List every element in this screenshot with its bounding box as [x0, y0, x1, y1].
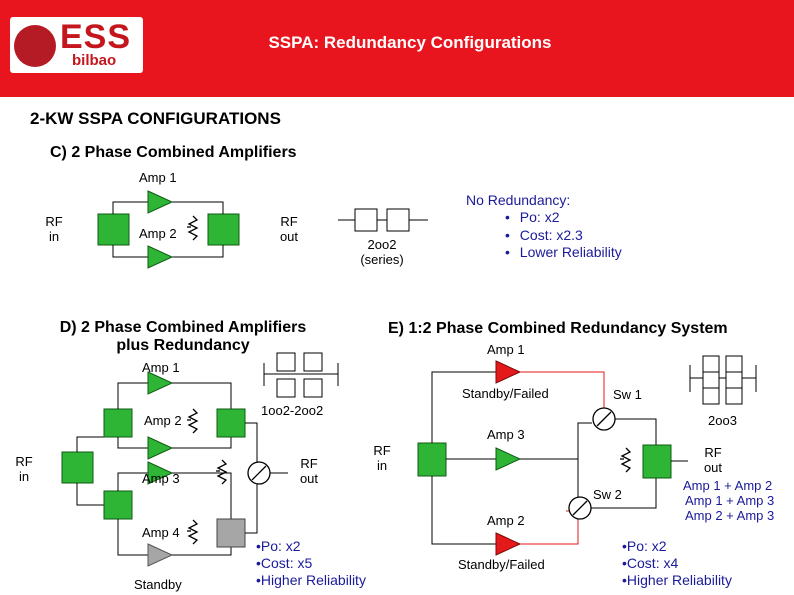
- rbd-block: [725, 387, 743, 405]
- series-label: 2oo2 (series): [360, 237, 404, 267]
- amp4-label: Amp 4: [142, 525, 180, 540]
- main-title: 2-KW SSPA CONFIGURATIONS: [30, 109, 281, 128]
- note-item: • Cost: x2.3: [505, 227, 583, 243]
- amplifier-amp2: [147, 245, 173, 269]
- splitter-block: [97, 213, 130, 246]
- diagram-e: [417, 355, 757, 556]
- isolator-icon: [186, 519, 198, 545]
- input-splitter-block: [417, 442, 447, 477]
- page-title: SSPA: Redundancy Configurations: [268, 33, 552, 52]
- rf-in-label: RF in: [373, 443, 391, 473]
- rf-in-label: RF in: [15, 454, 33, 484]
- amp3-label: Amp 3: [487, 427, 525, 442]
- amp3-label: Amp 3: [142, 471, 180, 486]
- standby-failed-top-label: Standby/Failed: [462, 386, 549, 401]
- section-d-title: D) 2 Phase Combined Amplifiers plus Redu…: [59, 319, 307, 355]
- amp2-label: Amp 2: [144, 413, 182, 428]
- standby-failed-bottom-label: Standby/Failed: [458, 557, 545, 572]
- section-e-title: E) 1:2 Phase Combined Redundancy System: [388, 320, 728, 337]
- ess-bilbao-logo: ESS bilbao: [10, 17, 143, 73]
- combo-item: Amp 1 + Amp 3: [685, 493, 775, 508]
- sw2-label: Sw 2: [593, 487, 622, 502]
- wire: [112, 245, 148, 258]
- series-block-1: [354, 208, 378, 232]
- series-block-2: [386, 208, 410, 232]
- amplifier-amp4-standby: [147, 543, 173, 567]
- combo-item: Amp 2 + Amp 3: [685, 508, 775, 523]
- splitter-block: [103, 408, 133, 438]
- amp1-label: Amp 1: [487, 342, 525, 357]
- note-item: •Po: x2: [256, 538, 301, 554]
- rbd-block: [725, 355, 743, 373]
- amp2-label: Amp 2: [487, 513, 525, 528]
- isolator-icon: [619, 447, 631, 473]
- note-item: •Po: x2: [622, 538, 667, 554]
- amplifier-amp1: [147, 190, 173, 214]
- amplifier-amp2-failed: [495, 532, 521, 556]
- note-item: •Higher Reliability: [622, 572, 732, 588]
- amp1-label: Amp 1: [139, 170, 177, 185]
- diagram-c: [97, 190, 428, 269]
- logo-text: ESS: [60, 18, 132, 56]
- diagram-d: [61, 352, 339, 567]
- note-item: • Lower Reliability: [505, 244, 622, 260]
- standby-label: Standby: [134, 577, 182, 592]
- amplifier-amp1-failed: [495, 360, 521, 384]
- rbd-block: [702, 387, 720, 405]
- no-redundancy-title: No Redundancy:: [466, 192, 571, 208]
- logo-subtext: bilbao: [72, 52, 117, 69]
- amplifier-amp3: [495, 447, 521, 471]
- wire: [172, 245, 224, 258]
- rbd-block: [303, 352, 323, 372]
- input-splitter-block: [61, 451, 94, 484]
- rbd-block: [725, 371, 743, 389]
- redundancy-label: 2oo3: [708, 413, 737, 428]
- rbd-block: [276, 378, 296, 398]
- rbd-block: [702, 355, 720, 373]
- section-c-title: C) 2 Phase Combined Amplifiers: [50, 144, 297, 161]
- rf-in-label: RF in: [45, 214, 63, 244]
- wire: [112, 201, 148, 214]
- amp2-label: Amp 2: [139, 226, 177, 241]
- note-item: • Po: x2: [505, 209, 560, 225]
- combiner-block: [642, 444, 672, 479]
- isolator-icon: [186, 215, 198, 241]
- combo-item: Amp 1 + Amp 2: [683, 478, 773, 493]
- rf-out-label: RF out: [703, 445, 723, 475]
- splitter-block: [103, 490, 133, 520]
- combiner-block: [216, 408, 246, 438]
- wire: [172, 201, 224, 214]
- sw1-label: Sw 1: [613, 387, 642, 402]
- rf-out-label: RF out: [299, 456, 319, 486]
- standby-combiner-block: [216, 518, 246, 548]
- redundancy-label: 1oo2-2oo2: [261, 403, 324, 418]
- note-item: •Higher Reliability: [256, 572, 366, 588]
- rf-out-label: RF out: [279, 214, 299, 244]
- header-bar: ESS bilbao SSPA: Redundancy Configuratio…: [0, 0, 794, 97]
- isolator-icon: [215, 459, 227, 485]
- europe-globe-icon: [14, 25, 56, 67]
- isolator-icon: [186, 408, 198, 434]
- amp1-label: Amp 1: [142, 360, 180, 375]
- rbd-block: [276, 352, 296, 372]
- rbd-block: [702, 371, 720, 389]
- note-item: •Cost: x4: [622, 555, 679, 571]
- rbd-block: [303, 378, 323, 398]
- combiner-block: [207, 213, 240, 246]
- amplifier-amp2: [147, 436, 173, 460]
- note-item: •Cost: x5: [256, 555, 313, 571]
